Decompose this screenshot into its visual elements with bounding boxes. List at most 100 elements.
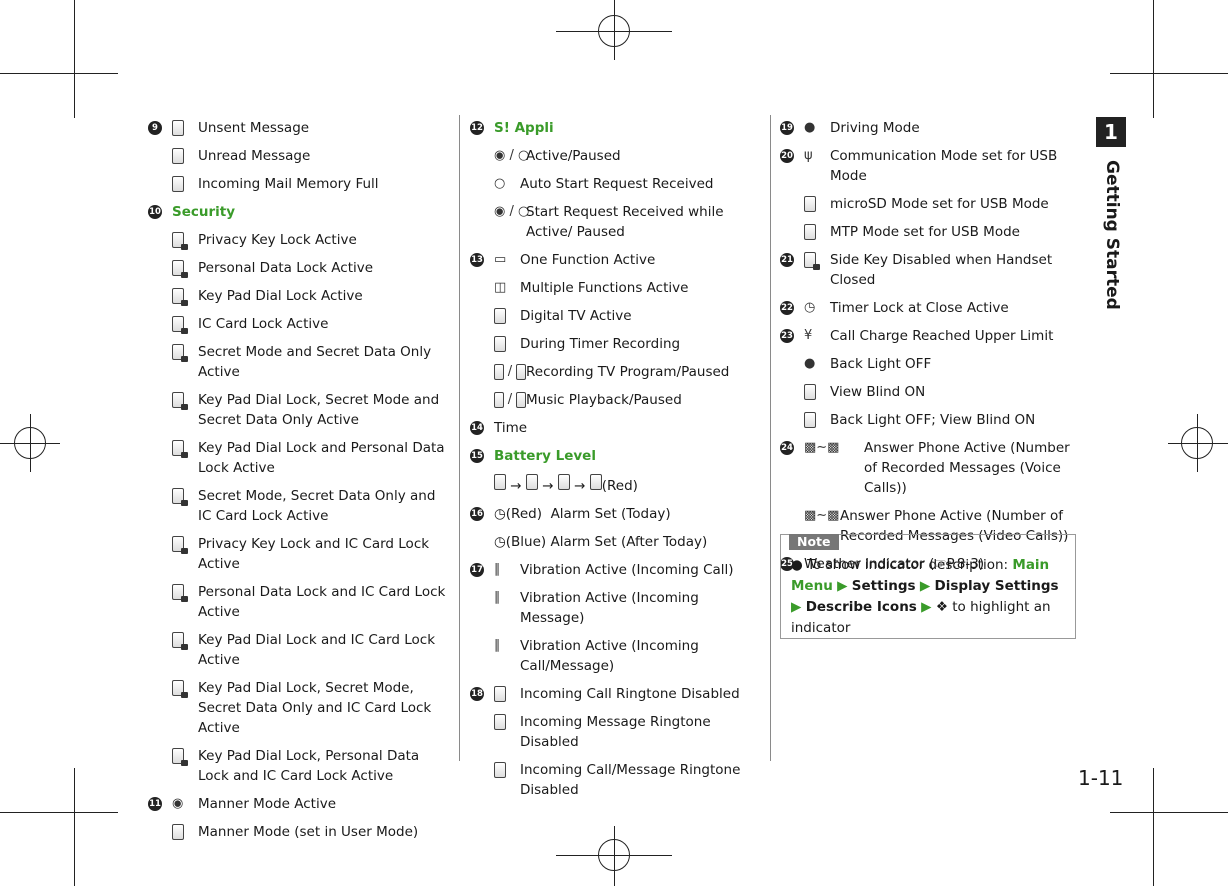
registration-mark <box>598 839 630 871</box>
item-number: 22 <box>780 301 794 315</box>
item-number: 21 <box>780 253 794 267</box>
ringtone-call-message-off-icon <box>494 760 520 780</box>
indicator-label: Timer Lock at Close Active <box>830 300 1009 316</box>
usb-icon: ψ <box>804 148 813 163</box>
item-number: 16 <box>470 507 484 521</box>
crop-mark <box>0 73 118 74</box>
indicator-label: Back Light OFF <box>830 356 932 372</box>
vibration-call-icon: ∥ <box>494 562 501 577</box>
alarm-today-row: ◷(Red) Alarm Set (Today) <box>494 506 671 522</box>
backlight-blind-icon <box>804 410 830 430</box>
personal-data-lock-icon <box>172 258 198 278</box>
indicator-label: Key Pad Dial Lock Active <box>198 288 363 304</box>
battery-low-icon <box>557 474 570 490</box>
item-number: 17 <box>470 563 484 577</box>
indicator-label: Unread Message <box>198 148 311 164</box>
registration-mark <box>14 427 46 459</box>
item-number: 9 <box>148 118 172 135</box>
light-bulb-icon: ● <box>804 356 816 371</box>
ringtone-message-off-icon <box>494 712 520 732</box>
indicator-label: Key Pad Dial Lock, Secret Mode, Secret D… <box>198 680 432 736</box>
registration-mark <box>1181 427 1213 459</box>
battery-red-label: (Red) <box>601 478 638 494</box>
note-label: Note <box>789 534 839 550</box>
arrow-right-icon: ▶ <box>919 578 931 594</box>
indicator-label: Personal Data Lock and IC Card Lock Acti… <box>198 584 446 620</box>
keypad-lock-icon <box>172 286 198 306</box>
digital-tv-icon <box>494 306 520 326</box>
indicator-label: Music Playback/Paused <box>526 392 682 408</box>
indicator-label: Start Request Received while Active/ Pau… <box>526 204 724 240</box>
view-blind-icon <box>804 382 830 402</box>
section-heading: Battery Level <box>494 448 596 464</box>
crop-mark <box>1153 0 1154 118</box>
bullet-icon: ● <box>791 557 803 573</box>
keypad-ic-lock-icon <box>172 630 198 650</box>
indicator-label: Vibration Active (Incoming Call/Message) <box>520 638 699 674</box>
keypad-personal-lock-icon <box>172 438 198 458</box>
multi-selector-icon: ❖ <box>935 599 948 615</box>
ringtone-call-off-icon <box>494 684 520 704</box>
section-heading: S! Appli <box>494 120 554 136</box>
registration-mark <box>598 15 630 47</box>
battery-mid-icon <box>525 474 538 490</box>
item-number: 13 <box>470 253 484 267</box>
keypad-personal-ic-lock-icon <box>172 746 198 766</box>
item-number: 20 <box>780 149 794 163</box>
multi-function-icon: ◫ <box>494 280 507 295</box>
privacy-lock-icon <box>172 230 198 250</box>
indicator-label: Key Pad Dial Lock and Personal Data Lock… <box>198 440 445 476</box>
column-3: 19 ● Driving Mode 20 ψ Communication Mod… <box>780 118 1080 582</box>
car-icon: ● <box>804 120 816 135</box>
privacy-ic-lock-icon <box>172 534 198 554</box>
indicator-label: Multiple Functions Active <box>520 280 689 296</box>
indicator-label: Back Light OFF; View Blind ON <box>830 412 1036 428</box>
indicator-label: Answer Phone Active (Number of Recorded … <box>864 440 1070 496</box>
appli-active-paused-icon: ◉ / ○ <box>494 148 530 163</box>
column-divider <box>770 115 771 761</box>
answer-phone-voice-icon: ▩∼▩ <box>804 440 840 455</box>
indicator-label: Vibration Active (Incoming Message) <box>520 590 699 626</box>
indicator-label: Key Pad Dial Lock, Secret Mode and Secre… <box>198 392 440 428</box>
manner-mode-icon: ◉ <box>172 796 184 811</box>
auto-start-icon: ○ <box>494 176 506 191</box>
personal-ic-lock-icon <box>172 582 198 602</box>
vibration-call-message-icon: ∥ <box>494 638 501 653</box>
recording-tv-icon: / <box>494 362 526 382</box>
indicator-label: View Blind ON <box>830 384 926 400</box>
indicator-label: Auto Start Request Received <box>520 176 714 192</box>
crop-mark <box>1110 812 1228 813</box>
column-divider <box>459 115 460 761</box>
battery-full-icon <box>494 474 506 490</box>
indicator-label: During Timer Recording <box>520 336 681 352</box>
indicator-label: Side Key Disabled when Handset Closed <box>830 252 1053 288</box>
page-reference-icon: ☞ <box>934 556 947 572</box>
answer-phone-video-icon: ▩∼▩ <box>804 508 840 523</box>
side-key-lock-icon <box>804 250 830 270</box>
indicator-label: Communication Mode set for USB Mode <box>830 148 1058 184</box>
start-request-icon: ◉ / ○ <box>494 204 530 219</box>
mail-memory-full-icon <box>172 174 198 194</box>
crop-mark <box>0 812 118 813</box>
indicator-label: Incoming Call/Message Ringtone Disabled <box>520 762 741 798</box>
column-1: 9 Unsent Message Unread Message Incoming… <box>148 118 453 850</box>
indicator-label: Manner Mode Active <box>198 796 337 812</box>
weather-indicator-row: Weather Indicator (☞P.8-3) <box>804 556 985 572</box>
item-number: 15 <box>470 449 484 463</box>
column-2: 12 S! Appli ◉ / ○ Active/Paused ○ Auto S… <box>470 118 765 808</box>
indicator-label: One Function Active <box>520 252 656 268</box>
page-number: 1-11 <box>1078 766 1124 790</box>
secret-mode-icon <box>172 342 198 362</box>
battery-empty-icon <box>589 474 602 490</box>
indicator-label: Incoming Call Ringtone Disabled <box>520 686 740 702</box>
indicator-label: IC Card Lock Active <box>198 316 329 332</box>
item-number: 12 <box>470 121 484 135</box>
indicator-label: Privacy Key Lock and IC Card Lock Active <box>198 536 430 572</box>
indicator-label: Digital TV Active <box>520 308 632 324</box>
secret-ic-lock-icon <box>172 486 198 506</box>
indicator-label: Personal Data Lock Active <box>198 260 374 276</box>
indicator-label: Key Pad Dial Lock, Personal Data Lock an… <box>198 748 420 784</box>
crop-mark <box>74 768 75 886</box>
indicator-label: Recording TV Program/Paused <box>526 364 730 380</box>
indicator-label: Active/Paused <box>526 148 621 164</box>
